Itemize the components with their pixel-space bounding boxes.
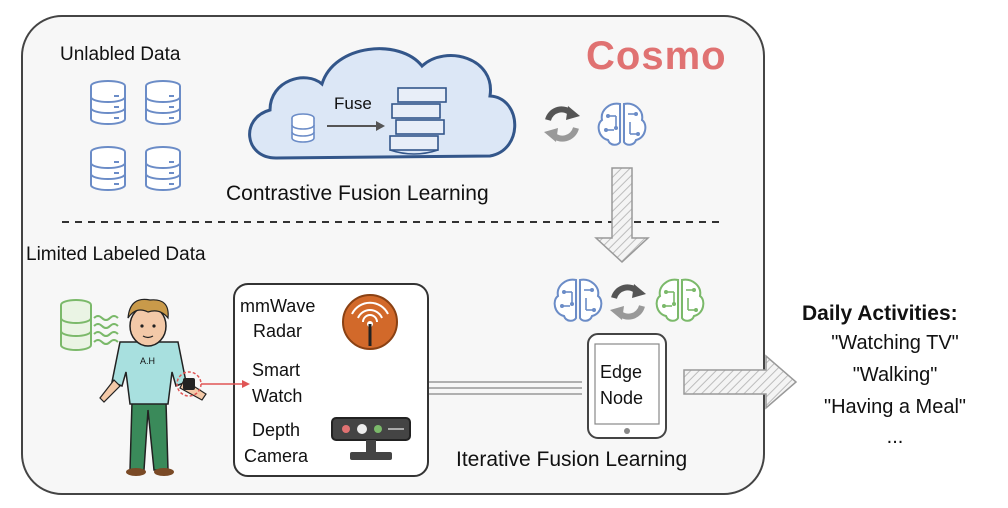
labeled-database-icon (60, 299, 119, 351)
database-icon (145, 146, 181, 191)
sensor-label-watch: Watch (252, 386, 303, 406)
person-illustration (60, 298, 250, 476)
sensor-label-smart: Smart (252, 360, 301, 380)
cloud-shape (248, 47, 517, 160)
page-title: Cosmo (586, 34, 727, 78)
main-frame (21, 15, 765, 495)
unlabeled-data-label: Unlabled Data (60, 44, 181, 65)
sensor-label-camera: Camera (244, 446, 309, 466)
sensor-label-mmwave: mmWave (240, 296, 316, 316)
sensor-label-radar: Radar (253, 321, 303, 341)
depth-camera-icon (331, 417, 411, 460)
database-icon (90, 80, 126, 125)
fuse-label: Fuse (334, 94, 372, 113)
activity-item: "Walking" (852, 364, 938, 386)
database-icon (145, 80, 181, 125)
daily-activities-title: Daily Activities: (802, 302, 958, 325)
activity-item: "Having a Meal" (823, 396, 967, 418)
database-icon (90, 146, 126, 191)
shirt-text: A.H (140, 356, 156, 366)
iterative-fusion-label: Iterative Fusion Learning (456, 448, 688, 471)
edge-node-label-line1: Edge (600, 362, 643, 382)
stacked-layers-icon (389, 87, 447, 155)
sensor-label-depth: Depth (252, 420, 301, 440)
down-arrow (594, 167, 650, 264)
cloud-database-icon (291, 113, 315, 143)
activity-item: "Watching TV" (831, 332, 959, 354)
contrastive-fusion-label: Contrastive Fusion Learning (226, 182, 489, 205)
edge-node-label-line2: Node (600, 388, 644, 408)
radar-icon (342, 294, 398, 350)
right-arrow (683, 354, 798, 410)
limited-labeled-data-label: Limited Labeled Data (26, 244, 206, 265)
activity-item: ... (886, 426, 904, 448)
